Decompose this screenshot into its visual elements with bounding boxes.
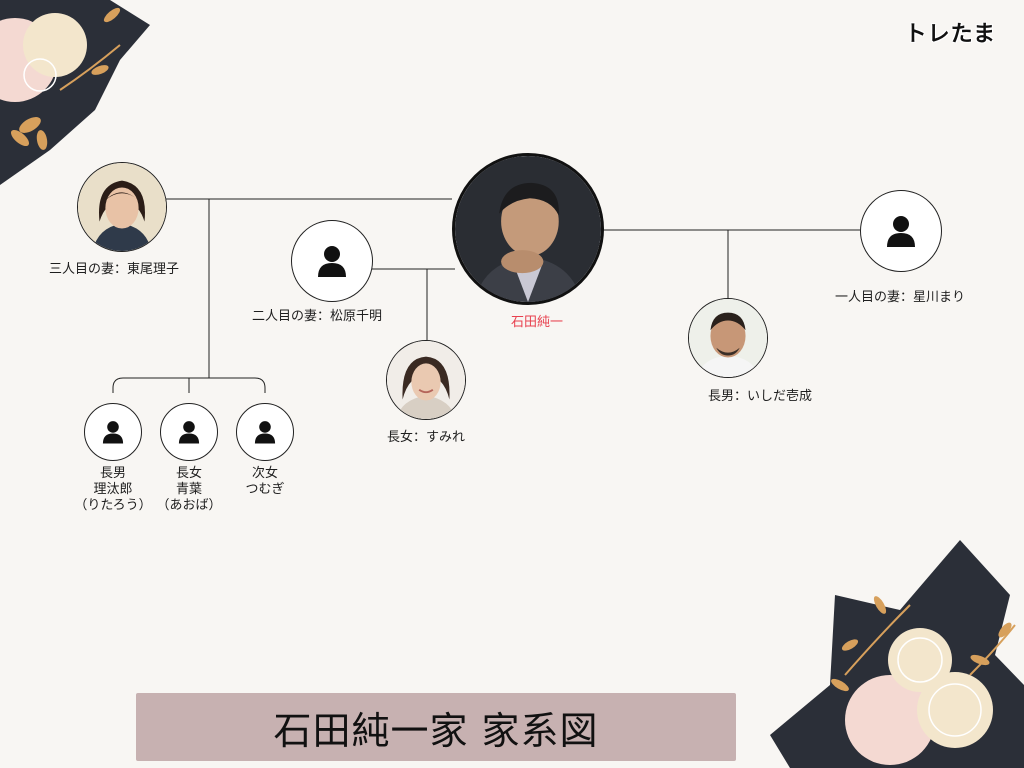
avatar-iseki [688,298,768,378]
person-icon [318,246,346,277]
brand-logo: トレたま [904,22,996,47]
name-ritaro: 長男 理汰郎 （りたろう） [74,466,151,514]
name-wife2: 二人目の妻：松原千明 [251,309,383,324]
name-ritaro-line1: 長男 [99,466,127,481]
photo-woman-icon [387,341,465,419]
flower-decoration-bottom-right [770,540,1024,768]
diagram-title: 石田純一家 家系図 [136,693,736,761]
name-ishida: 石田純一 [510,315,564,330]
name-aoba-line3: （あおば） [156,498,222,513]
flower-decoration-top-left [0,0,150,185]
name-wife3: 三人目の妻：東尾理子 [48,262,180,277]
avatar-wife2 [291,220,373,302]
name-tsumugi-line2: つむぎ [245,482,285,497]
name-aoba-line2: 青葉 [175,482,203,497]
person-icon [887,216,915,247]
name-iseki: 長男：いしだ壱成 [707,389,813,404]
name-tsumugi: 次女 つむぎ [245,466,284,498]
photo-woman-icon [78,163,166,251]
avatar-tsumugi [236,403,294,461]
person-icon [254,421,276,444]
photo-man-icon [455,156,601,302]
person-icon [102,421,124,444]
avatar-ishida [452,153,604,305]
avatar-wife1 [860,190,942,272]
name-tsumugi-line1: 次女 [251,466,279,481]
name-ritaro-line2: 理汰郎 [93,482,133,497]
name-ritaro-line3: （りたろう） [74,498,152,513]
avatar-aoba [160,403,218,461]
avatar-ritaro [84,403,142,461]
avatar-wife3 [77,162,167,252]
name-wife1: 一人目の妻：星川まり [834,290,966,305]
name-aoba: 長女 青葉 （あおば） [156,466,221,514]
avatar-sumire [386,340,466,420]
name-aoba-line1: 長女 [175,466,203,481]
name-sumire: 長女：すみれ [386,430,466,445]
person-icon [178,421,200,444]
photo-man-icon [689,299,767,377]
